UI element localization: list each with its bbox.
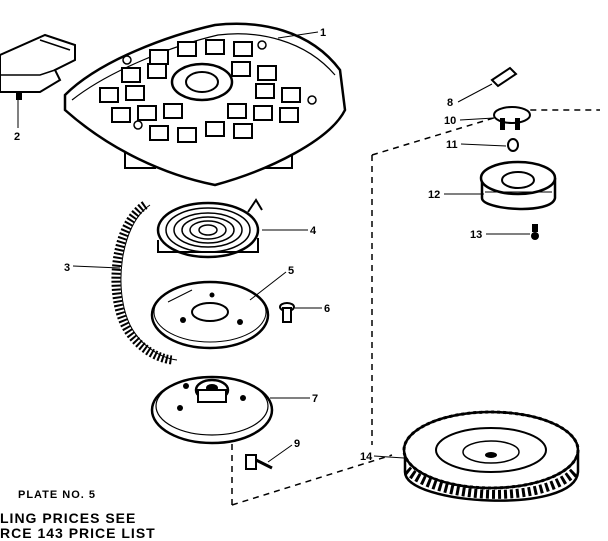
callout-7: 7 <box>312 393 318 405</box>
pricing-note-line-1: LING PRICES SEE <box>0 510 137 526</box>
part-9-pin <box>245 454 273 470</box>
callout-10: 10 <box>444 115 456 127</box>
leader-lines <box>17 31 530 463</box>
callout-11: 11 <box>446 139 458 151</box>
callout-2: 2 <box>14 131 20 143</box>
pricing-note-line-2: RCE 143 PRICE LIST <box>0 525 156 541</box>
part-10-pawl-hub <box>493 106 531 130</box>
part-4-spring <box>156 198 263 259</box>
part-2-handle <box>0 33 76 100</box>
part-14-screen <box>402 410 580 502</box>
callout-12: 12 <box>428 189 440 201</box>
part-11-nut <box>507 138 519 152</box>
part-12-drive-cup <box>479 160 557 211</box>
part-6-screw <box>279 302 295 323</box>
part-8-retainer <box>490 66 518 88</box>
part-5-cover-plate <box>150 280 270 350</box>
part-7-pulley <box>150 375 274 445</box>
part-3-rope <box>111 201 173 365</box>
callout-3: 3 <box>64 262 70 274</box>
callout-14: 14 <box>360 451 373 463</box>
callout-13: 13 <box>470 229 482 241</box>
callout-9: 9 <box>294 438 300 450</box>
callout-8: 8 <box>447 97 453 109</box>
callout-4: 4 <box>310 225 317 237</box>
plate-number: PLATE NO. 5 <box>18 489 97 501</box>
part-13-screw <box>531 224 539 240</box>
callout-1: 1 <box>320 27 326 39</box>
part-1-housing <box>63 22 347 187</box>
housing-vent-grid <box>99 39 301 143</box>
callout-6: 6 <box>324 303 330 315</box>
callout-5: 5 <box>288 265 294 277</box>
